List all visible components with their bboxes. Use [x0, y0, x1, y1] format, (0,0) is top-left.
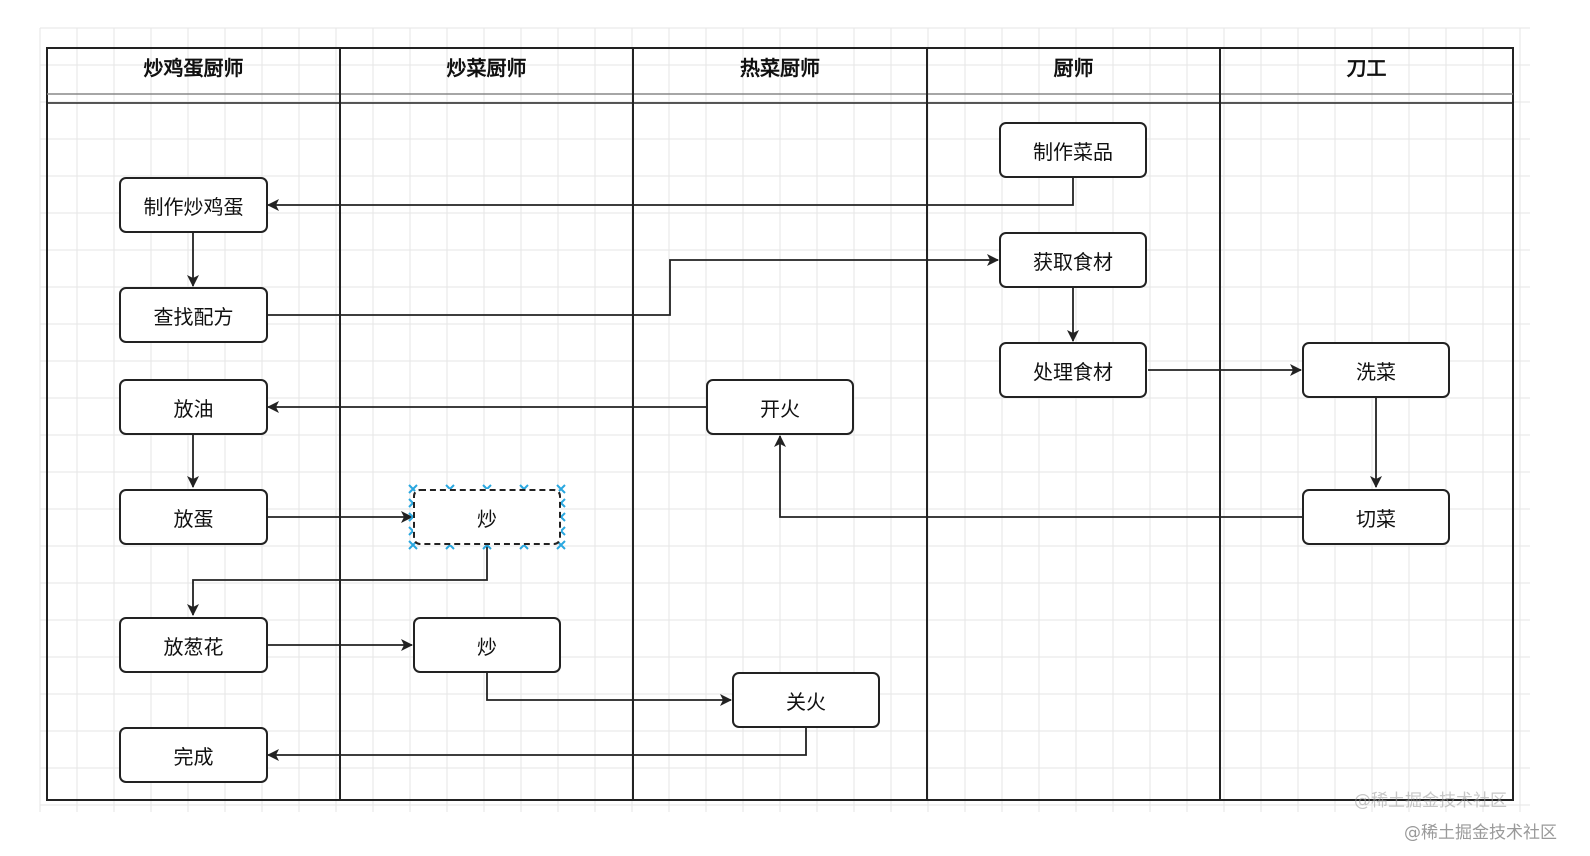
edge-cut-to-fire-on	[774, 435, 1302, 518]
edge-make-dish-to-make-egg	[267, 178, 1074, 211]
node-cut-vegetables[interactable]: 切菜	[1302, 489, 1450, 545]
swimlane-frame	[46, 47, 1514, 801]
node-done[interactable]: 完成	[119, 727, 268, 783]
node-fire-off[interactable]: 关火	[732, 672, 880, 728]
lane-title-hot-dish-chef[interactable]: 热菜厨师	[740, 56, 820, 80]
node-fire-on[interactable]: 开火	[706, 379, 854, 435]
node-add-egg[interactable]: 放蛋	[119, 489, 268, 545]
node-stir-fry[interactable]: 炒	[413, 617, 561, 673]
node-make-dish[interactable]: 制作菜品	[999, 122, 1147, 178]
edge-fire-off-to-done	[267, 728, 807, 761]
node-get-ingredients[interactable]: 获取食材	[999, 232, 1147, 288]
node-process-ingredients[interactable]: 处理食材	[999, 342, 1147, 398]
watermark: @稀土掘金技术社区	[1354, 791, 1507, 811]
watermark: @稀土掘金技术社区	[1404, 823, 1557, 843]
lane-title-stir-fry-chef[interactable]: 炒菜厨师	[446, 56, 527, 80]
edge-stir-fry-to-fire-off	[486, 673, 732, 706]
node-stir-fry-selected[interactable]: 炒	[413, 489, 561, 545]
lane-title-chef[interactable]: 厨师	[1053, 56, 1094, 80]
node-find-recipe[interactable]: 查找配方	[119, 287, 268, 343]
lane-title-knife-worker[interactable]: 刀工	[1346, 56, 1387, 80]
lane-title-egg-chef[interactable]: 炒鸡蛋厨师	[143, 56, 244, 80]
node-add-oil[interactable]: 放油	[119, 379, 268, 435]
edge-find-recipe-to-get-ingredients	[268, 254, 999, 316]
node-make-egg[interactable]: 制作炒鸡蛋	[119, 177, 268, 233]
node-add-scallion[interactable]: 放葱花	[119, 617, 268, 673]
edge-stir-fry-to-scallion	[187, 545, 488, 616]
node-wash-vegetables[interactable]: 洗菜	[1302, 342, 1450, 398]
